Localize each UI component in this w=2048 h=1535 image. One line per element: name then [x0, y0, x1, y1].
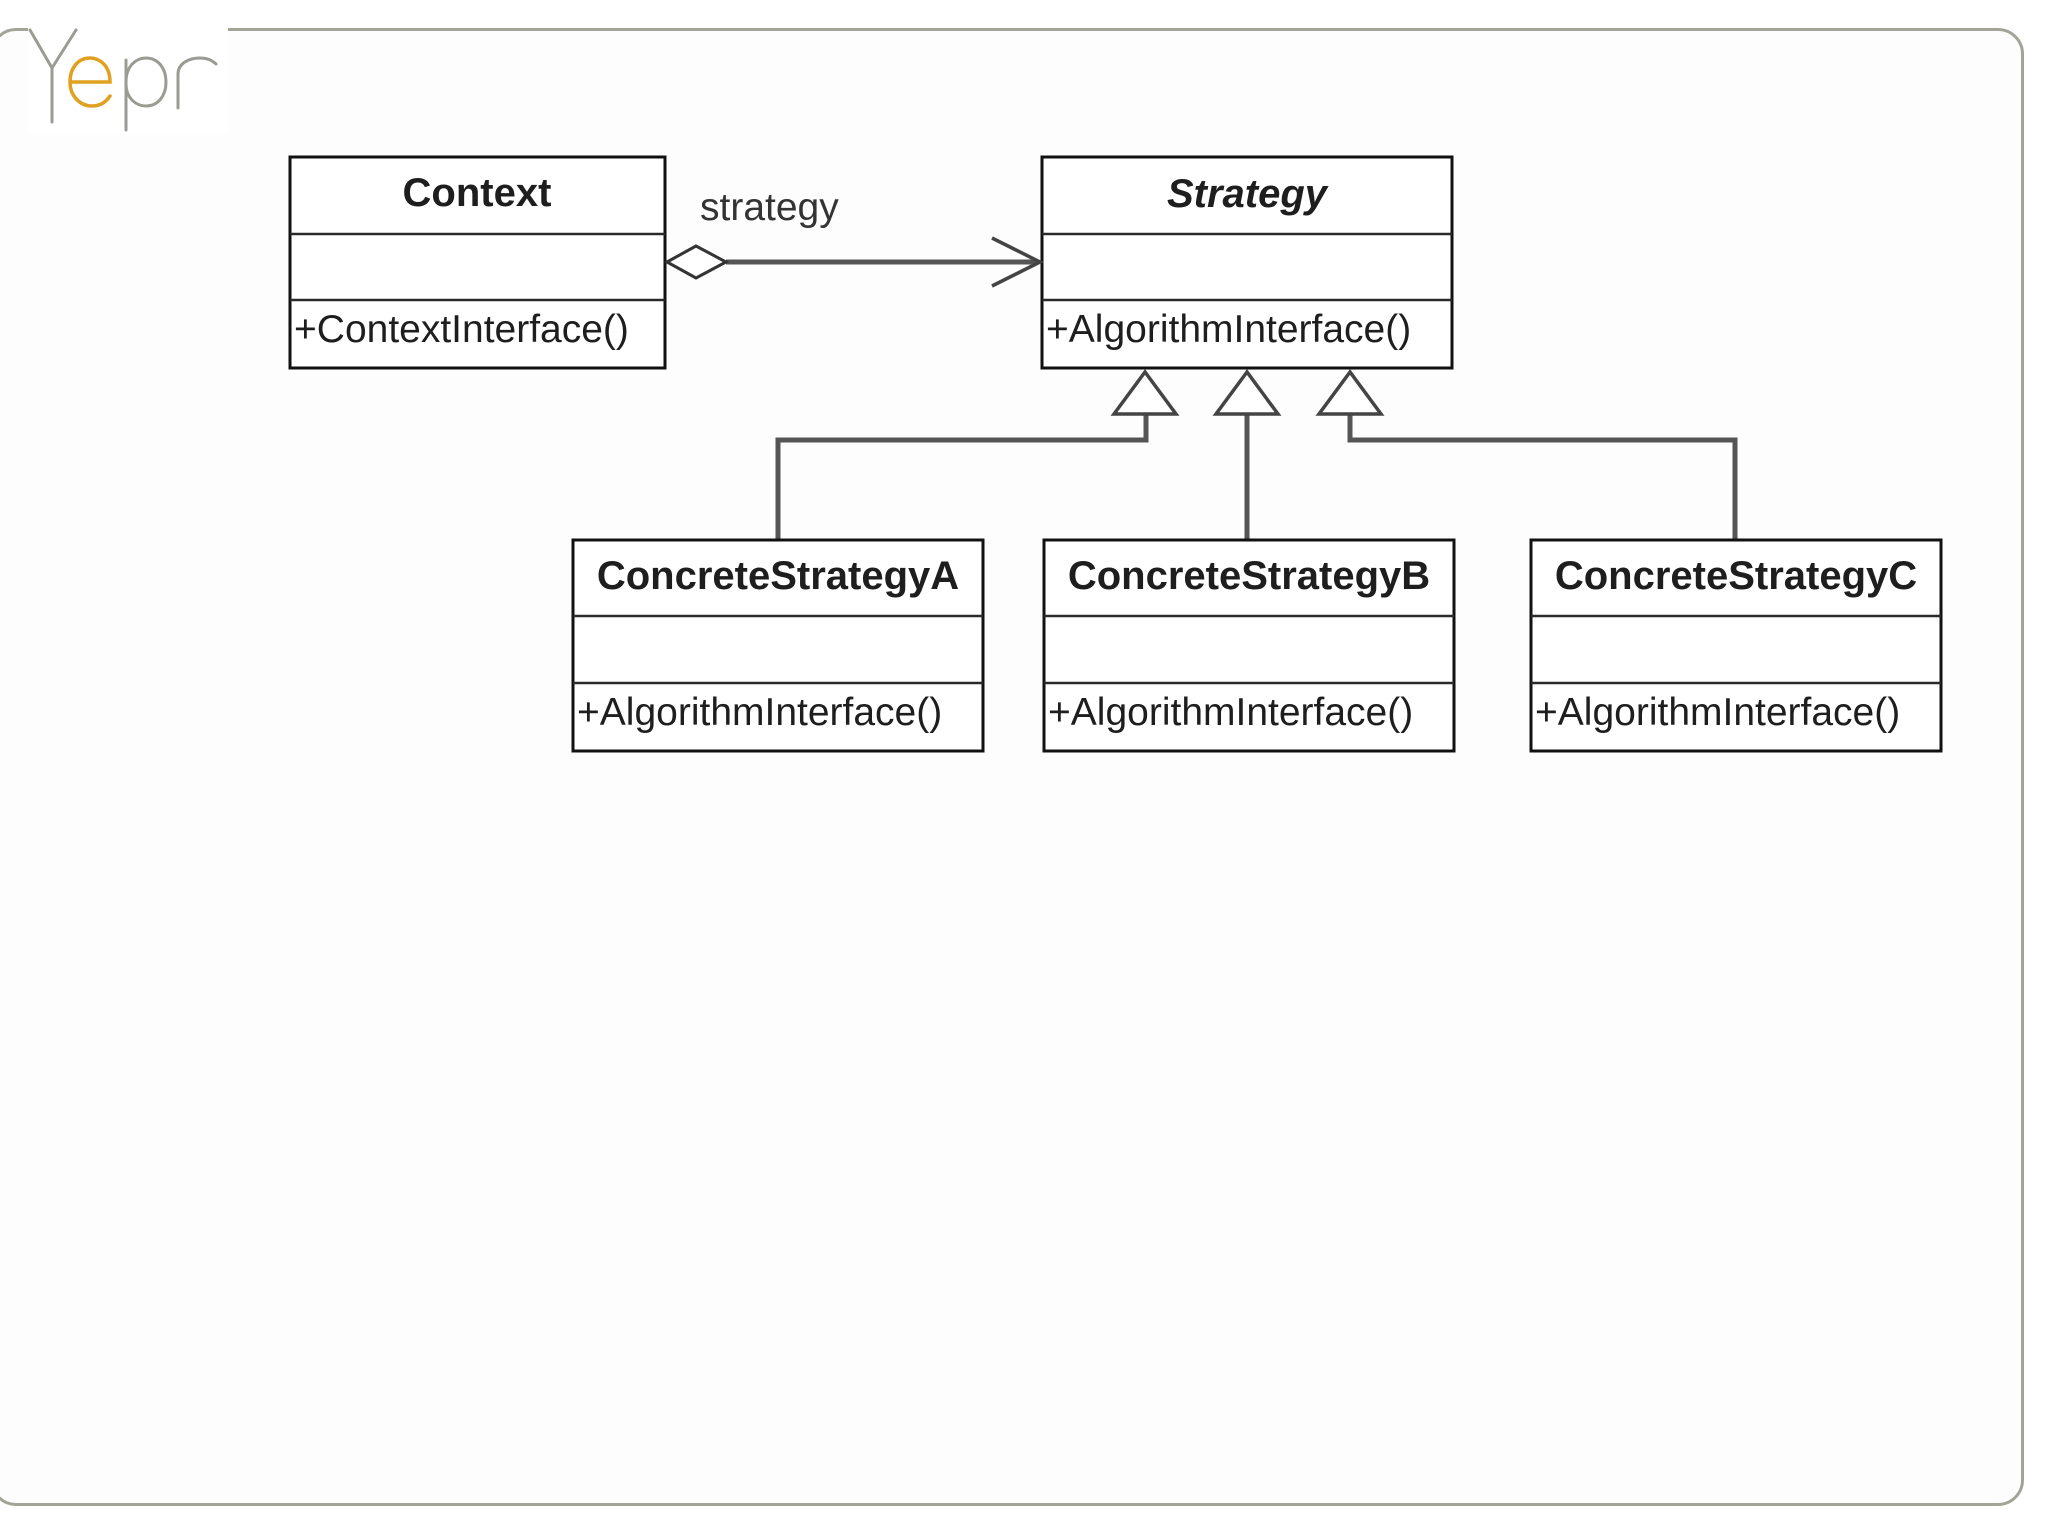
concrete-strategy-b-class[interactable]: ConcreteStrategyB +AlgorithmInterface() — [1042, 538, 1456, 753]
concrete-strategy-c-class[interactable]: ConcreteStrategyC +AlgorithmInterface() — [1529, 538, 1943, 753]
context-class-name: Context — [403, 171, 552, 215]
aggregation-diamond-icon — [663, 244, 730, 280]
strategy-class-box — [1040, 155, 1454, 370]
concrete-strategy-c-name: ConcreteStrategyC — [1555, 554, 1917, 598]
generalization-triangle-c-icon — [1315, 369, 1385, 416]
aggregation-association: strategy — [663, 186, 1044, 288]
generalization-triangle-a-icon — [1110, 369, 1180, 416]
concrete-strategy-a-class[interactable]: ConcreteStrategyA +AlgorithmInterface() — [571, 538, 985, 753]
navigability-arrow-icon — [991, 236, 1044, 288]
generalization-triangle-b-icon — [1212, 369, 1282, 416]
concrete-strategy-c-box — [1529, 538, 1943, 753]
concrete-strategy-a-box — [571, 538, 985, 753]
strategy-class[interactable]: Strategy +AlgorithmInterface() — [1040, 155, 1454, 370]
association-role-label: strategy — [700, 186, 839, 229]
context-class[interactable]: Context +ContextInterface() — [288, 155, 667, 370]
concrete-strategy-a-name: ConcreteStrategyA — [597, 554, 959, 598]
strategy-operation: +AlgorithmInterface() — [1046, 308, 1411, 351]
generalization-line-a — [775, 414, 1149, 540]
concrete-strategy-b-box — [1042, 538, 1456, 753]
concrete-strategy-c-operation: +AlgorithmInterface() — [1535, 691, 1900, 734]
logo — [28, 24, 228, 134]
concrete-strategy-b-name: ConcreteStrategyB — [1068, 554, 1430, 598]
context-operation: +ContextInterface() — [294, 308, 629, 351]
concrete-strategy-b-operation: +AlgorithmInterface() — [1048, 691, 1413, 734]
strategy-class-name: Strategy — [1167, 172, 1329, 216]
generalization-connectors — [775, 369, 1738, 540]
yepr-logo-icon — [28, 28, 218, 132]
concrete-strategy-a-operation: +AlgorithmInterface() — [577, 691, 942, 734]
generalization-line-c — [1347, 414, 1738, 540]
context-class-box — [288, 155, 667, 370]
